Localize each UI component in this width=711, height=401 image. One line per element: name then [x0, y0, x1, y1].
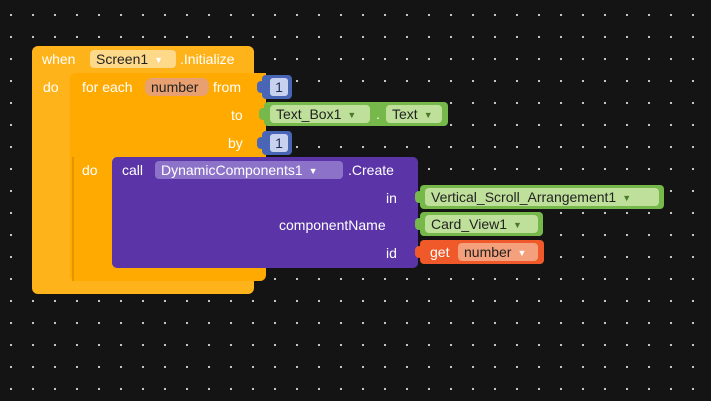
- text-box-text-getter-block[interactable]: Text_Box1 ▼ . Text ▼: [259, 102, 448, 126]
- to-label: to: [231, 107, 243, 123]
- dropdown-caret-icon: ▼: [622, 193, 632, 203]
- dropdown-caret-icon: ▼: [423, 110, 433, 120]
- text-property-label: Text: [392, 106, 418, 122]
- create-method-label: .Create: [348, 162, 394, 178]
- dropdown-caret-icon: ▼: [308, 166, 318, 176]
- text-box-component-label: Text_Box1: [276, 106, 342, 122]
- from-number-block[interactable]: 1: [257, 75, 292, 99]
- dynamic-components-label: DynamicComponents1: [161, 162, 303, 178]
- text-box-component-dropdown[interactable]: Text_Box1 ▼: [270, 105, 370, 123]
- get-variable-label: number: [464, 244, 512, 260]
- dynamic-components-dropdown[interactable]: DynamicComponents1 ▼: [155, 161, 343, 179]
- loop-do-label: do: [82, 162, 98, 178]
- component-connector-notch: [415, 191, 423, 203]
- loop-variable-name-field[interactable]: number: [145, 78, 209, 96]
- for-each-label: for each: [82, 79, 133, 95]
- vertical-scroll-arrangement-dropdown[interactable]: Vertical_Scroll_Arrangement1 ▼: [425, 188, 659, 206]
- variable-connector-notch: [415, 246, 423, 258]
- in-param-label: in: [386, 190, 397, 206]
- vertical-scroll-arrangement-block[interactable]: Vertical_Scroll_Arrangement1 ▼: [415, 185, 664, 209]
- screen-component-label: Screen1: [96, 51, 149, 67]
- text-property-dropdown[interactable]: Text ▼: [386, 105, 442, 123]
- dropdown-caret-icon: ▼: [513, 220, 522, 230]
- property-separator: .: [376, 106, 380, 122]
- event-do-label: do: [43, 79, 59, 95]
- by-number-block[interactable]: 1: [257, 131, 292, 155]
- call-label: call: [122, 162, 144, 178]
- card-view-dropdown[interactable]: Card_View1 ▼: [425, 215, 538, 233]
- when-label: when: [42, 51, 76, 67]
- dropdown-caret-icon: ▼: [154, 55, 164, 65]
- by-number-value[interactable]: 1: [270, 134, 288, 152]
- loop-inner-shadow: [72, 157, 74, 281]
- loop-bottom-arm: [70, 267, 266, 281]
- card-view-block[interactable]: Card_View1 ▼: [415, 212, 543, 236]
- get-variable-dropdown[interactable]: number ▼: [458, 243, 538, 261]
- component-connector-notch: [259, 108, 267, 120]
- loop-left-arm: [70, 157, 112, 267]
- loop-variable-label: number: [151, 79, 199, 95]
- component-name-param-label: componentName: [279, 217, 386, 233]
- card-view-label: Card_View1: [431, 216, 508, 232]
- vertical-scroll-arrangement-label: Vertical_Scroll_Arrangement1: [431, 189, 617, 205]
- math-connector-notch: [257, 81, 265, 93]
- from-number-value[interactable]: 1: [270, 78, 288, 96]
- event-name-label: .Initialize: [180, 51, 235, 67]
- dropdown-caret-icon: ▼: [347, 110, 357, 120]
- component-connector-notch: [415, 218, 423, 230]
- from-label: from: [213, 79, 241, 95]
- get-variable-block[interactable]: get number ▼: [415, 240, 544, 264]
- math-connector-notch: [257, 137, 265, 149]
- get-label: get: [430, 244, 450, 260]
- id-param-label: id: [386, 245, 397, 261]
- by-label: by: [228, 135, 243, 151]
- dropdown-caret-icon: ▼: [517, 248, 527, 258]
- screen-component-dropdown[interactable]: Screen1 ▼: [90, 50, 176, 68]
